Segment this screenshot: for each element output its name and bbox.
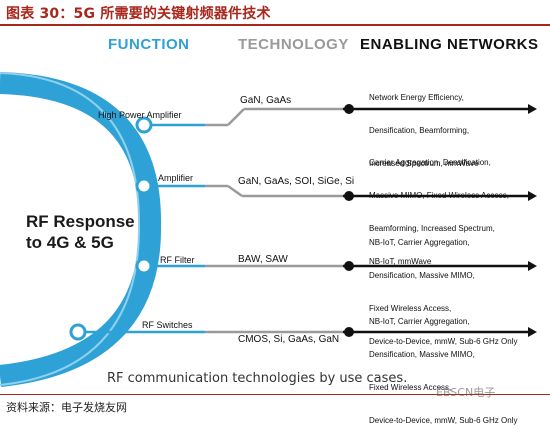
figure-caption: RF communication technologies by use cas… bbox=[107, 371, 408, 386]
network-text-row-1: Network Energy Efficiency, Densification… bbox=[369, 70, 479, 180]
center-label-line-1: RF Response bbox=[26, 212, 135, 231]
function-arc-highlight bbox=[0, 72, 141, 386]
row-3-connectors bbox=[135, 257, 537, 275]
title-rule bbox=[0, 24, 550, 26]
watermark: EBSCN电子 bbox=[436, 386, 496, 399]
source-note: 资料来源：电子发烧友网 bbox=[6, 401, 127, 414]
row-1-node bbox=[135, 116, 153, 134]
network-line: Densification, Massive MIMO, bbox=[369, 271, 475, 280]
technology-label-row-4: CMOS, Si, GaAs, GaN bbox=[238, 334, 340, 345]
row-4-connectors bbox=[69, 323, 537, 341]
network-line: Massive MIMO, Fixed Wireless Access, bbox=[369, 191, 510, 200]
row-1-connectors bbox=[135, 104, 537, 134]
row-2-network-dot bbox=[344, 191, 354, 201]
technology-label-row-1: GaN, GaAs bbox=[240, 95, 292, 106]
technology-label-row-2: GaN, GaAs, SOI, SiGe, Si bbox=[238, 176, 355, 187]
diagram-graphic bbox=[0, 72, 537, 387]
header-technology: TECHNOLOGY bbox=[238, 36, 349, 53]
figure-title: 图表 30：5G 所需要的关键射频器件技术 bbox=[6, 6, 271, 22]
network-line: Increased Spectrum, mmWave bbox=[369, 159, 479, 168]
network-line: NB-IoT, Carrier Aggregation, bbox=[369, 317, 470, 326]
network-line: Densification, Massive MIMO, bbox=[369, 350, 475, 359]
header-function: FUNCTION bbox=[108, 36, 190, 53]
network-line: Device-to-Device, mmW, Sub-6 GHz Only bbox=[369, 337, 518, 346]
row-2-connectors bbox=[135, 177, 537, 201]
center-label-line-2: to 4G & 5G bbox=[26, 233, 114, 252]
header-networks: ENABLING NETWORKS bbox=[360, 36, 539, 53]
network-line: NB-IoT, mmWave bbox=[369, 257, 432, 266]
network-line: Device-to-Device, mmW, Sub-6 GHz Only bbox=[369, 416, 518, 425]
function-label-rf-switches: RF Switches bbox=[142, 320, 193, 330]
source-rule bbox=[0, 394, 550, 395]
function-label-amplifier: Amplifier bbox=[158, 173, 194, 183]
row-2-node bbox=[135, 177, 153, 195]
network-text-row-4: NB-IoT, Carrier Aggregation, Densificati… bbox=[369, 294, 517, 437]
network-line: Fixed Wireless Access, bbox=[369, 383, 452, 392]
function-label-rf-filter: RF Filter bbox=[160, 255, 195, 265]
function-label-high-power-amplifier: High Power Amplifier bbox=[98, 110, 182, 120]
row-3-node bbox=[135, 257, 153, 275]
network-line: Network Energy Efficiency, bbox=[369, 93, 464, 102]
row-1-network-dot bbox=[344, 104, 354, 114]
row-4-network-dot bbox=[344, 327, 354, 337]
network-line: Densification, Beamforming, bbox=[369, 126, 470, 135]
network-line: Beamforming, Increased Spectrum, bbox=[369, 224, 495, 233]
function-arc bbox=[0, 72, 162, 387]
network-text-row-2: Carrier Aggregation, Densification, Mass… bbox=[369, 135, 509, 278]
network-line: Fixed Wireless Access, bbox=[369, 304, 452, 313]
technology-label-row-3: BAW, SAW bbox=[238, 254, 288, 265]
network-line: Carrier Aggregation, Densification, bbox=[369, 158, 491, 167]
row-4-node bbox=[69, 323, 87, 341]
network-text-row-3: NB-IoT, Carrier Aggregation, Densificati… bbox=[369, 215, 517, 358]
row-3-network-dot bbox=[344, 261, 354, 271]
network-line: NB-IoT, Carrier Aggregation, bbox=[369, 238, 470, 247]
